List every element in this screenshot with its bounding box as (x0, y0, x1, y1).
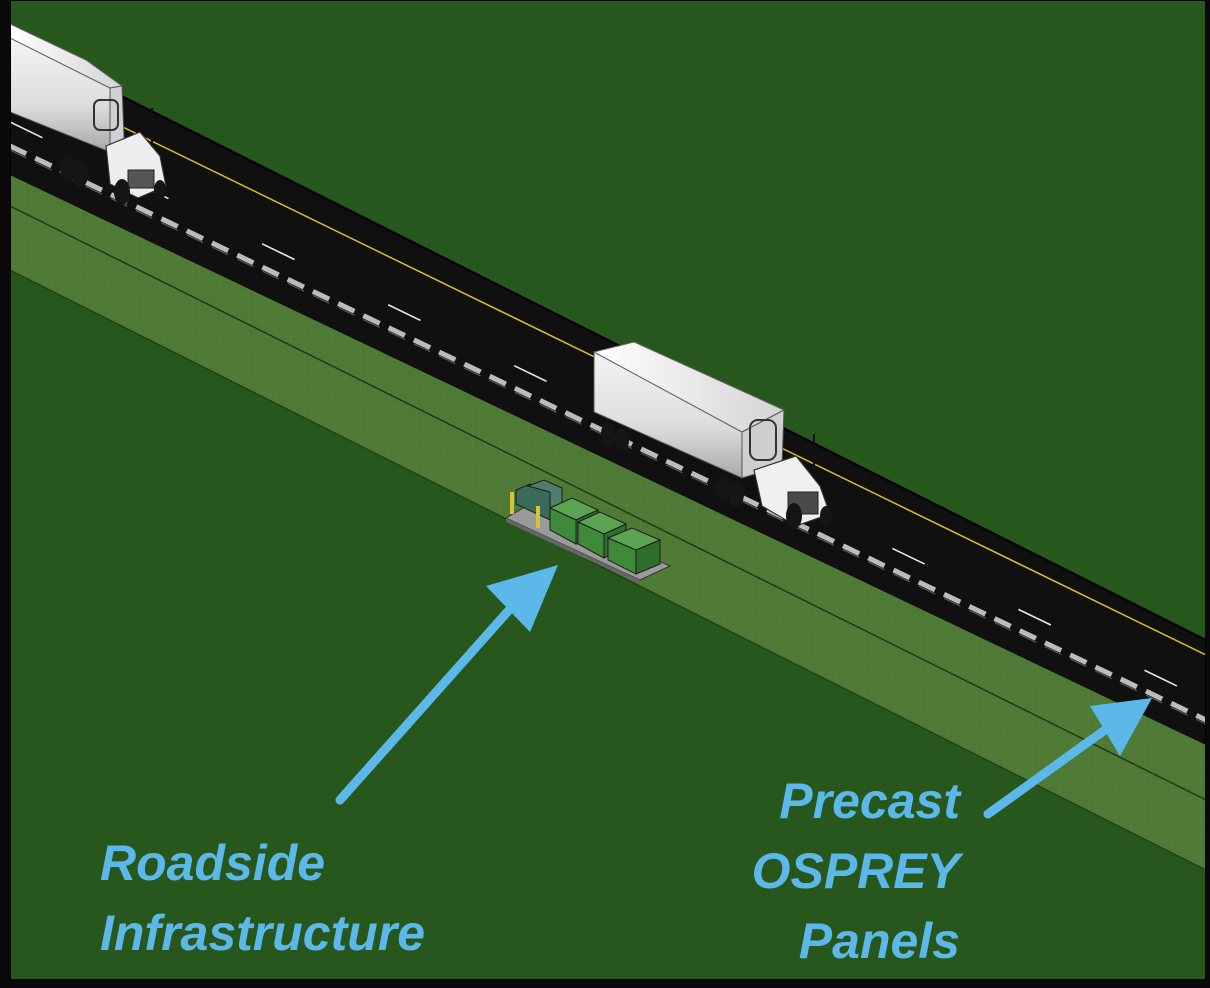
panels-label-line2: OSPREY (751, 843, 960, 899)
truck-2 (592, 341, 832, 529)
osprey-panel-strip-shadow (10, 149, 1206, 725)
roadside-infrastructure (504, 479, 672, 584)
osprey-panels-label: Precast OSPREY Panels (752, 766, 960, 976)
arrow-up-right-icon (335, 565, 558, 805)
truck-1 (10, 23, 167, 205)
highway-scene (10, 0, 1206, 980)
road-top-edge (10, 39, 1206, 641)
panels-label-line1: Precast (779, 773, 960, 829)
shoulder-edge-line (10, 205, 1206, 801)
roadside-infrastructure-label: Roadside Infrastructure (100, 828, 425, 968)
roadside-label-line1: Roadside (100, 835, 326, 891)
panels-label-line3: Panels (798, 913, 960, 969)
arrow-up-right-icon (983, 698, 1152, 819)
shoulder-outer-line (10, 269, 1206, 871)
diagram-stage (10, 0, 1206, 980)
roadside-label-line2: Infrastructure (100, 905, 426, 961)
osprey-panel-strip (10, 143, 1206, 723)
